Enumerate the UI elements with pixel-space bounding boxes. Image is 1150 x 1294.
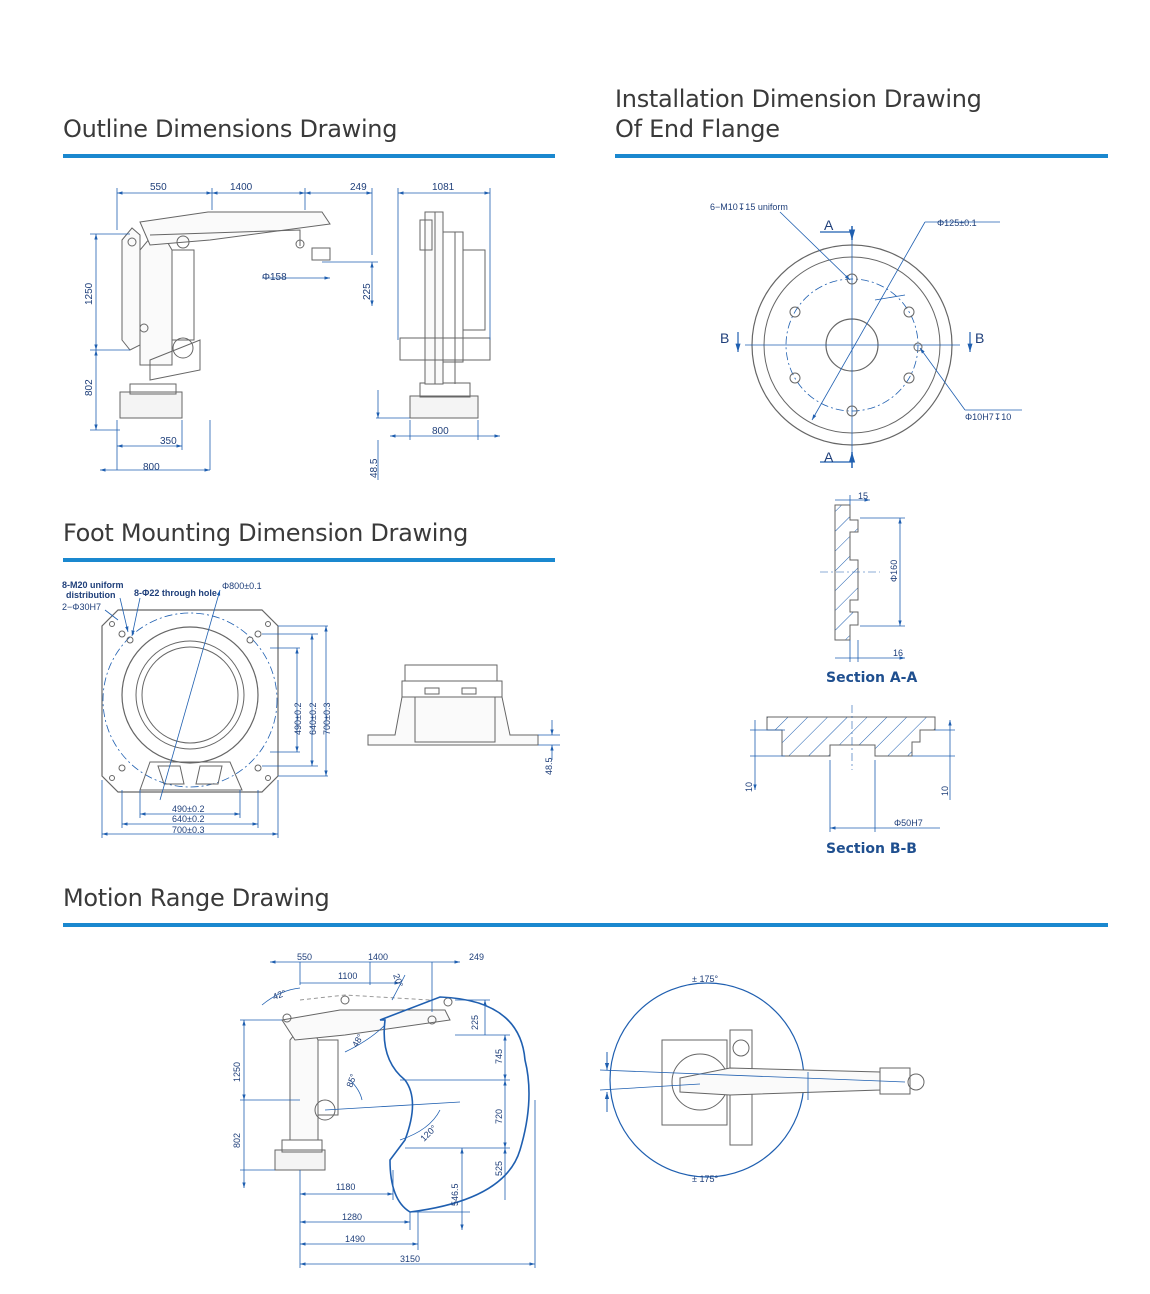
section-bb-phi50: Φ50H7 [894,818,923,828]
outline-front-labels: 1081 800 48.5 [369,182,455,478]
outline-title: Outline Dimensions Drawing [63,115,398,143]
motion-525: 525 [494,1161,504,1176]
flange-labels: 6−M10↧15 uniform Φ125±0.1 Φ10H7↧10 A A B… [710,202,1011,465]
foot-side-48-5: 48.5 [544,757,554,775]
motion-720: 720 [494,1109,504,1124]
dim-350: 350 [160,436,177,447]
foot-distribution: distribution [66,590,116,600]
outline-side-view [119,211,331,419]
section-aa-caption: Section A-A [826,670,917,686]
foot-phi800: Φ800±0.1 [222,581,262,591]
dim-225: 225 [362,283,373,300]
section-bb-10-left: 10 [744,782,754,792]
section-marker-a-bottom: A [824,449,834,465]
foot-h640: 640±0.2 [172,814,204,824]
motion-3150: 3150 [400,1254,420,1264]
flange-phi125: Φ125±0.1 [937,218,977,228]
rotation-bottom-label: ± 175° [692,1174,718,1184]
motion-angle-20: 20° [391,972,405,989]
foot-phi30: 2−Φ30H7 [62,602,101,612]
section-aa-drawing: 15 Φ160 16 Section A-A [820,491,917,686]
foot-plan-labels: 8-M20 uniform distribution 2−Φ30H7 8-Φ22… [62,580,332,835]
motion-title: Motion Range Drawing [63,884,330,912]
section-bb-10-right: 10 [940,786,950,796]
foot-title-rule [63,558,555,562]
motion-1400: 1400 [368,952,388,962]
dim-249: 249 [350,182,367,193]
flange-title: Installation Dimension Drawing Of End Fl… [615,84,982,144]
motion-802: 802 [232,1133,242,1148]
section-bb-caption: Section B-B [826,841,917,857]
dim-802: 802 [84,379,95,396]
foot-title: Foot Mounting Dimension Drawing [63,519,469,547]
section-aa-phi160: Φ160 [889,560,899,582]
dim-1250: 1250 [84,282,95,305]
foot-phi22: 8-Φ22 through hole [134,588,217,598]
dim-phi158: Φ158 [262,272,287,283]
motion-1180: 1180 [336,1182,355,1192]
motion-1490: 1490 [345,1234,365,1244]
motion-top-view [599,982,925,1178]
dim-800-front: 800 [432,426,449,437]
foot-side-view [367,664,560,760]
section-marker-b-left: B [720,330,729,346]
flange-holes-label: 6−M10↧15 uniform [710,202,788,212]
outline-side-labels: 550 1400 249 Φ158 225 1250 802 350 800 [84,182,373,473]
section-bb-drawing: 10 10 Φ50H7 Section B-B [744,705,955,857]
flange-title-line1: Installation Dimension Drawing [615,85,982,113]
motion-angle-85: 85° [344,1072,358,1089]
flange-title-rule [615,154,1108,158]
outline-side-dimensions [90,188,378,472]
dim-1081: 1081 [432,182,455,193]
foot-v700: 700±0.3 [322,703,332,735]
motion-249: 249 [469,952,484,962]
flange-title-line2: Of End Flange [615,115,780,143]
motion-title-rule [63,923,1108,927]
foot-m20: 8-M20 uniform [62,580,124,590]
dim-48-5: 48.5 [369,458,380,478]
flange-front-view [735,211,1022,468]
rotation-top-label: ± 175° [692,974,718,984]
motion-225: 225 [470,1015,480,1030]
section-aa-15: 15 [858,491,868,501]
section-marker-b-right: B [975,330,984,346]
motion-745: 745 [494,1049,504,1064]
section-marker-a-top: A [824,217,834,233]
outline-front-dimensions [376,188,500,480]
motion-550: 550 [297,952,312,962]
motion-1280: 1280 [342,1212,362,1222]
outline-front-view [399,211,491,419]
motion-546-5: 546.5 [450,1183,460,1206]
motion-angle-42: 42° [271,988,288,1002]
motion-1250: 1250 [232,1062,242,1082]
flange-phi10: Φ10H7↧10 [965,412,1011,422]
dim-550: 550 [150,182,167,193]
motion-side-view [240,960,536,1268]
dim-1400: 1400 [230,182,253,193]
section-aa-16: 16 [893,648,903,658]
dim-800-side: 800 [143,462,160,473]
foot-v490: 490±0.2 [293,703,303,735]
foot-h700: 700±0.3 [172,825,204,835]
motion-angle-120: 120° [418,1123,439,1144]
outline-title-rule [63,154,555,158]
foot-v640: 640±0.2 [308,703,318,735]
foot-plan-view [101,589,328,838]
motion-1100: 1100 [338,971,357,981]
foot-h490: 490±0.2 [172,804,204,814]
